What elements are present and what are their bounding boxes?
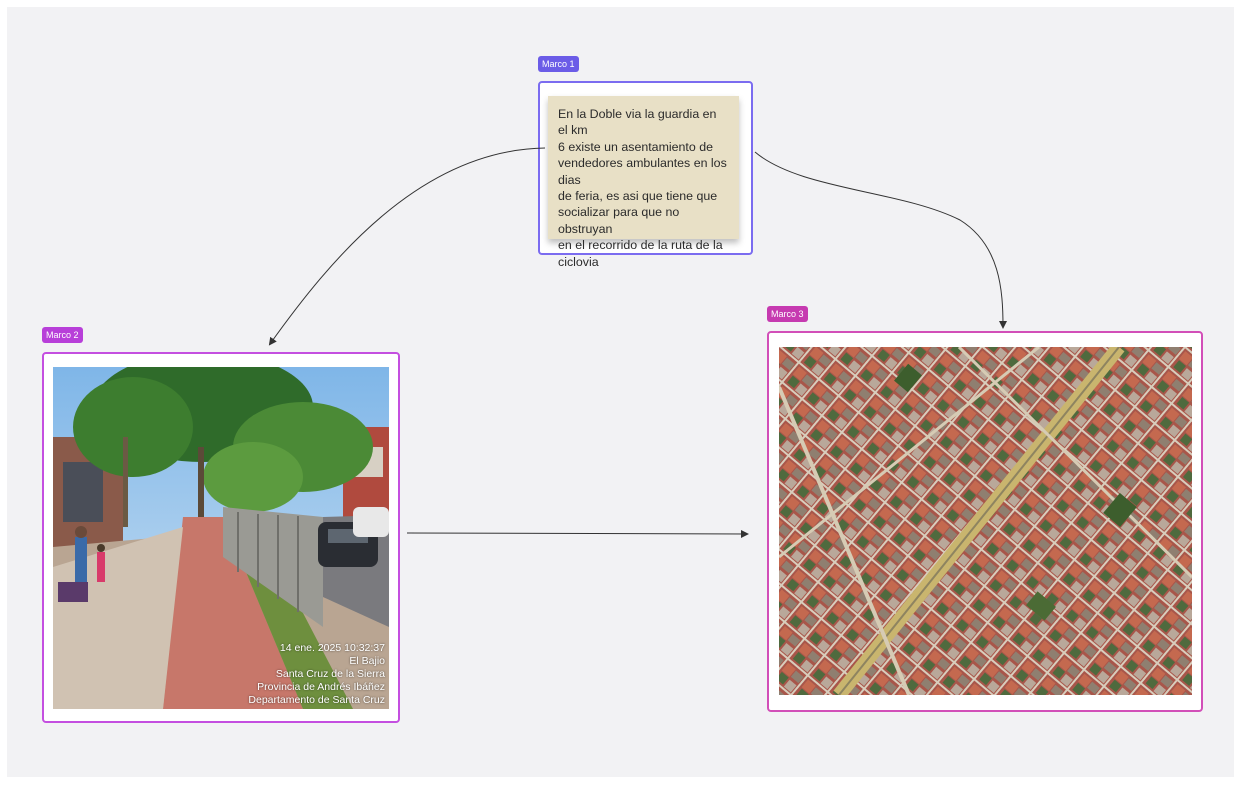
sticky-note-line: 6 existe un asentamiento de [558,139,713,154]
sticky-note-line: socializar para que no obstruyan [558,205,680,236]
satellite-map-image[interactable] [779,347,1192,695]
street-photo-image [53,367,389,709]
photo-stamp-line: Provincia de Andrés Ibáñez [257,681,385,693]
connector-frame2-to-frame3[interactable] [406,529,749,538]
satellite-map-graphic [779,347,1192,695]
sticky-note-line: en el recorrido de la ruta de la [558,238,723,253]
photo-stamp-line: Departamento de Santa Cruz [248,694,385,706]
sticky-note-line: vendedores ambulantes en los dias [558,156,727,187]
sticky-note-line: ciclovia [558,254,599,269]
frame-3-label[interactable]: Marco 3 [767,306,808,322]
connector-frame1-to-frame2[interactable] [268,147,546,346]
photo-stamp-line: 14 ene. 2025 10:32:37 [279,642,385,654]
frame-1-label[interactable]: Marco 1 [538,56,579,72]
photo-stamp-line: Santa Cruz de la Sierra [275,668,385,680]
connector-frame1-to-frame3[interactable] [754,151,1007,329]
sticky-note[interactable]: En la Doble via la guardia en el km 6 ex… [548,96,739,269]
sticky-note-line: En la Doble via la guardia en el km [558,107,717,138]
frame-2-label[interactable]: Marco 2 [42,327,83,343]
street-photo[interactable]: 14 ene. 2025 10:32:37 El Bajio Santa Cru… [53,367,389,709]
photo-stamp-line: El Bajio [349,655,385,667]
sticky-note-line: de feria, es asi que tiene que [558,189,718,204]
photo-timestamp-overlay: 14 ene. 2025 10:32:37 El Bajio Santa Cru… [248,642,385,707]
